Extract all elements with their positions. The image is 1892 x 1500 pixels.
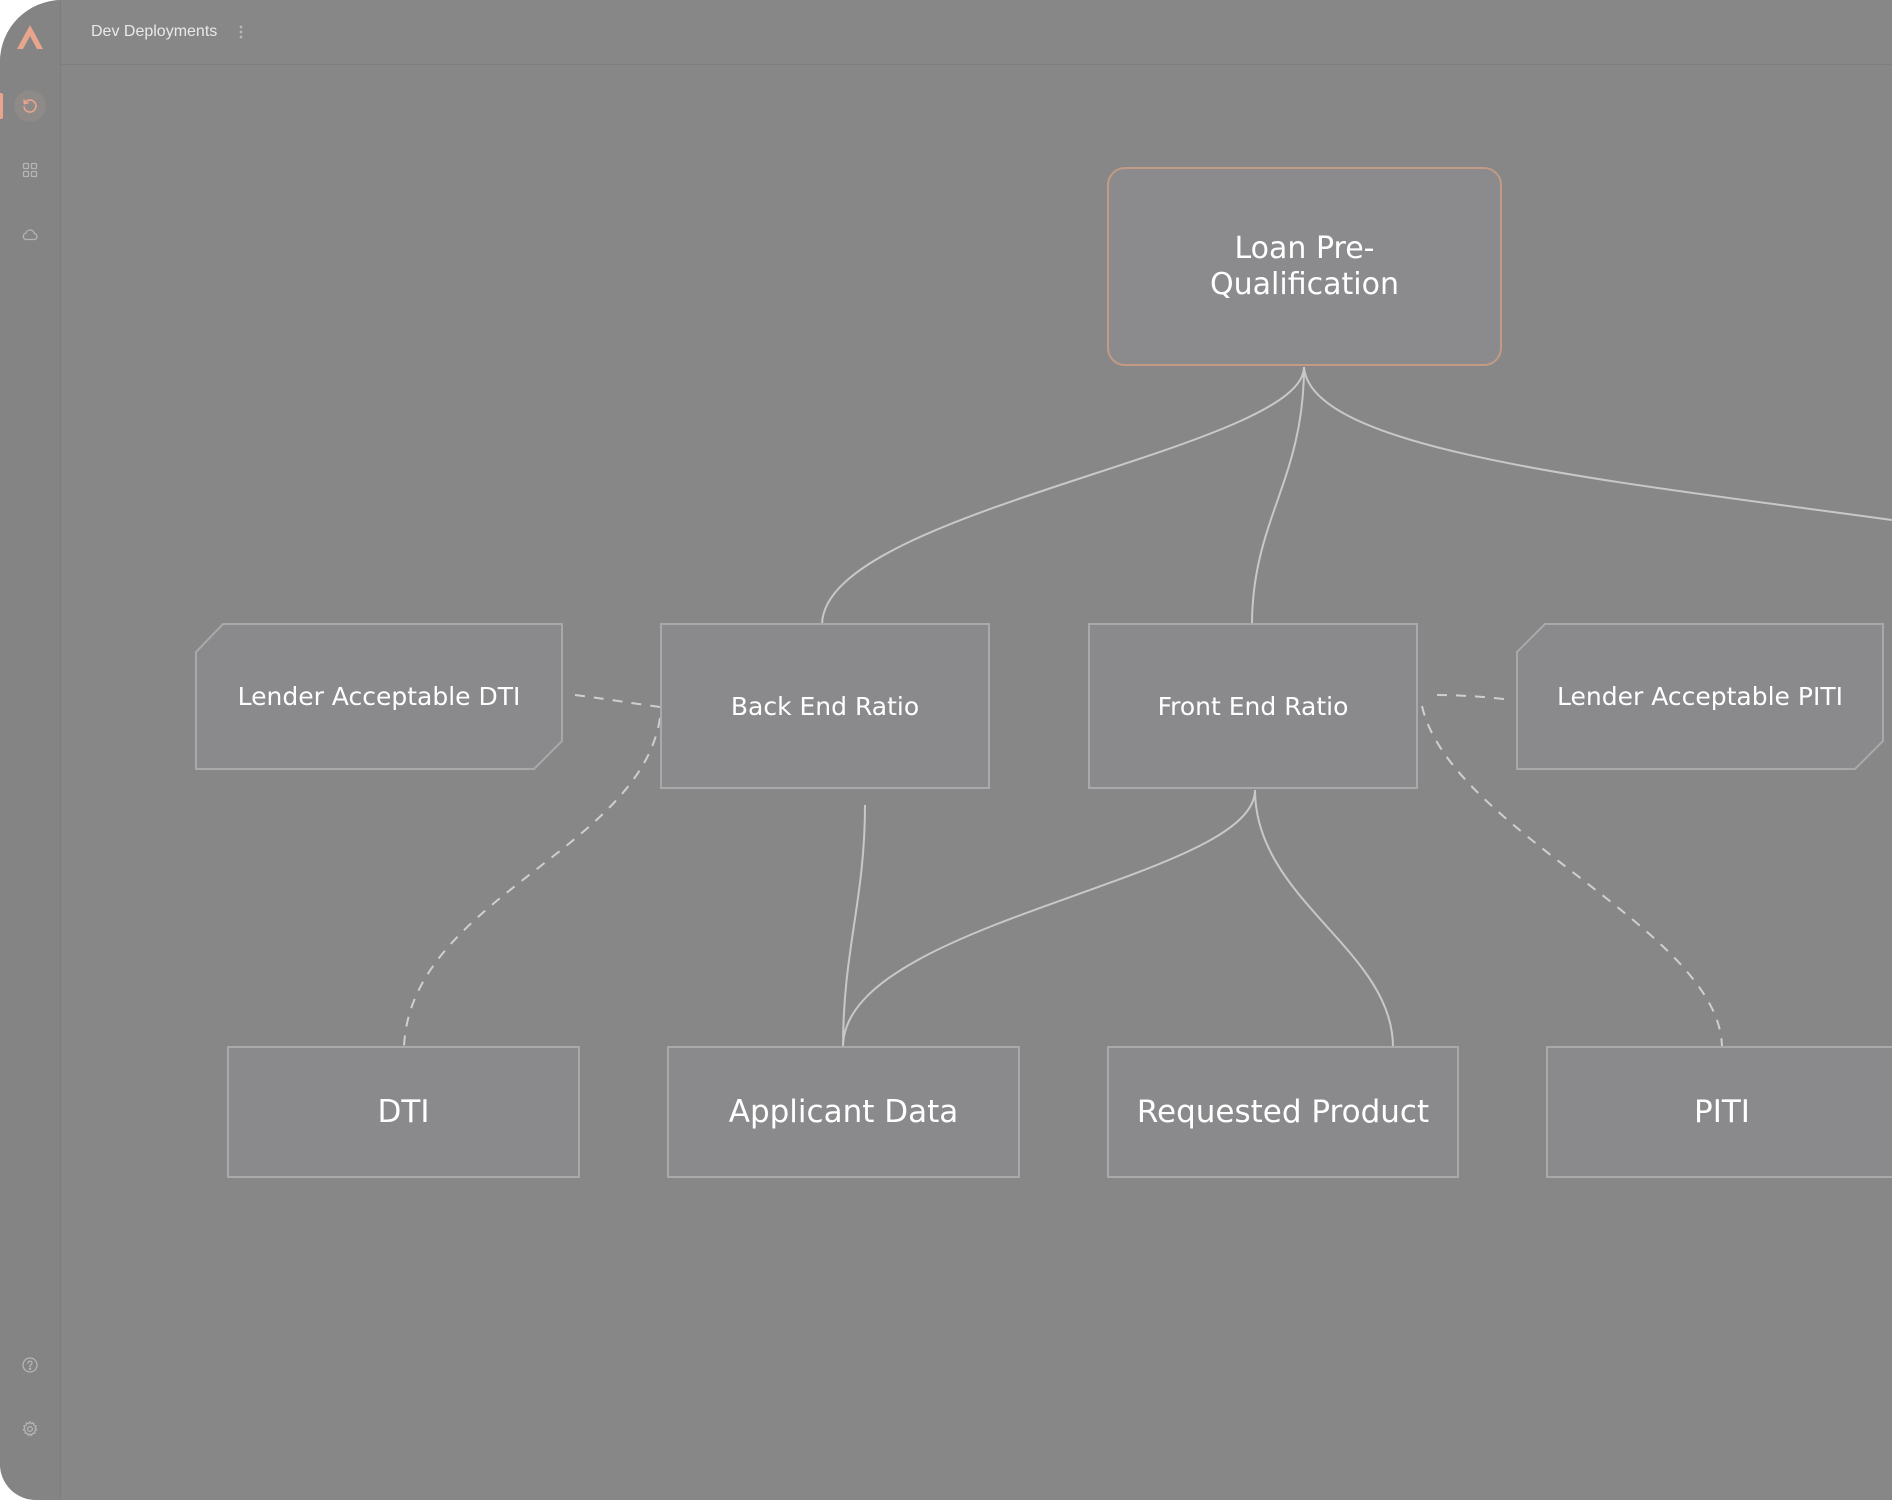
node-lender-acceptable-piti-label[interactable]: Lender Acceptable PITI bbox=[1517, 624, 1883, 769]
active-nav-indicator bbox=[0, 93, 3, 119]
node-loan-prequalification-text: Loan Pre-Qualification bbox=[1210, 230, 1399, 302]
node-back-end-ratio bbox=[660, 623, 990, 789]
node-lender-acceptable-dti-label[interactable]: Lender Acceptable DTI bbox=[196, 624, 562, 769]
edge-dashed-front-end-to-lender-piti bbox=[1436, 694, 1511, 701]
project-name[interactable]: Dev Deployments bbox=[91, 23, 218, 40]
node-lender-acceptable-piti bbox=[1516, 623, 1884, 770]
edge-front-end-to-requested bbox=[1254, 789, 1394, 1048]
node-back-end-ratio-label[interactable]: Back End Ratio bbox=[661, 624, 989, 788]
node-dti-text: DTI bbox=[377, 1094, 430, 1130]
node-applicant-data-label[interactable]: Applicant Data bbox=[668, 1047, 1019, 1177]
node-dti-label[interactable]: DTI bbox=[228, 1047, 579, 1177]
node-lender-acceptable-piti-text: Lender Acceptable PITI bbox=[1557, 682, 1843, 711]
sidebar bbox=[0, 0, 61, 1500]
cloud-icon[interactable] bbox=[14, 219, 46, 251]
node-loan-prequalification-label[interactable]: Loan Pre-Qualification bbox=[1108, 168, 1501, 365]
node-requested-product-label[interactable]: Requested Product bbox=[1108, 1047, 1458, 1177]
node-front-end-ratio bbox=[1088, 623, 1418, 789]
settings-icon[interactable] bbox=[14, 1413, 46, 1445]
node-loan-prequalification bbox=[1107, 167, 1502, 366]
more-options-icon[interactable] bbox=[234, 21, 248, 43]
node-piti-text: PITI bbox=[1694, 1094, 1750, 1130]
node-lender-acceptable-dti bbox=[195, 623, 563, 770]
edge-loan-to-front-end bbox=[1251, 366, 1305, 626]
node-requested-product bbox=[1107, 1046, 1459, 1178]
node-piti-label[interactable]: PITI bbox=[1547, 1047, 1892, 1177]
edge-loan-to-offscreen bbox=[1303, 366, 1892, 521]
node-applicant-data-text: Applicant Data bbox=[728, 1094, 959, 1130]
edge-loan-to-back-end bbox=[821, 366, 1305, 626]
node-dti bbox=[227, 1046, 580, 1178]
node-requested-product-text: Requested Product bbox=[1136, 1094, 1430, 1130]
node-back-end-ratio-text: Back End Ratio bbox=[730, 691, 920, 721]
node-lender-acceptable-dti-text: Lender Acceptable DTI bbox=[237, 682, 521, 711]
node-front-end-ratio-label[interactable]: Front End Ratio bbox=[1089, 624, 1417, 788]
edge-dashed-lender-dti-to-back-end bbox=[574, 694, 661, 708]
node-piti bbox=[1546, 1046, 1892, 1178]
top-bar: Dev Deployments bbox=[60, 0, 1892, 65]
grid-icon[interactable] bbox=[14, 154, 46, 186]
history-icon[interactable] bbox=[14, 90, 46, 122]
help-icon[interactable] bbox=[14, 1349, 46, 1381]
logo-icon[interactable] bbox=[15, 22, 45, 52]
node-applicant-data bbox=[667, 1046, 1020, 1178]
edge-dashed-back-end-to-dti bbox=[403, 717, 661, 1048]
edge-front-end-to-applicant bbox=[842, 789, 1256, 1048]
node-front-end-ratio-text: Front End Ratio bbox=[1157, 691, 1349, 721]
edge-back-end-to-applicant bbox=[842, 804, 866, 1048]
